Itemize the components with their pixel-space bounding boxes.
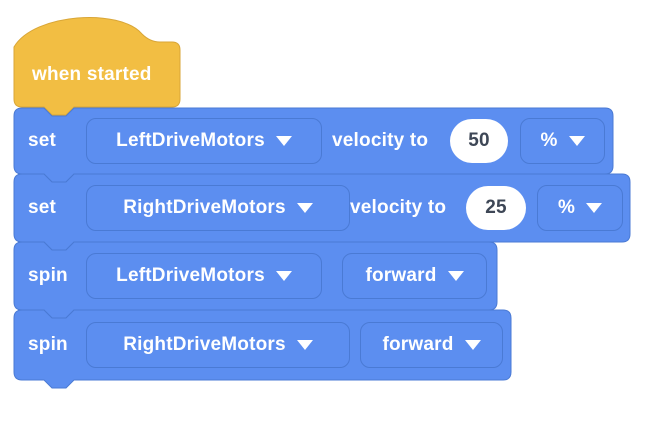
dropdown-arrow-icon — [464, 340, 481, 350]
unit-dropdown[interactable]: % — [537, 185, 623, 231]
direction-dropdown-value: forward — [365, 265, 437, 286]
set-velocity-block-right[interactable]: set RightDriveMotors velocity to 25 % — [13, 173, 631, 251]
dropdown-arrow-icon — [296, 340, 313, 350]
velocity-to-label: velocity to — [332, 130, 429, 151]
motor-dropdown-value: LeftDriveMotors — [116, 265, 265, 286]
dropdown-arrow-icon — [586, 203, 603, 213]
velocity-to-label: velocity to — [350, 197, 447, 218]
motor-dropdown-value: RightDriveMotors — [123, 197, 286, 218]
direction-dropdown[interactable]: forward — [360, 322, 503, 368]
dropdown-arrow-icon — [447, 271, 464, 281]
motor-dropdown[interactable]: RightDriveMotors — [86, 185, 350, 231]
direction-dropdown[interactable]: forward — [342, 253, 487, 299]
spin-block-right[interactable]: spin RightDriveMotors forward — [13, 309, 512, 389]
dropdown-arrow-icon — [275, 136, 292, 146]
set-velocity-block-left[interactable]: set LeftDriveMotors velocity to 50 % — [13, 107, 614, 183]
hat-block-shape — [13, 17, 181, 116]
direction-dropdown-value: forward — [382, 334, 454, 355]
motor-dropdown-value: LeftDriveMotors — [116, 130, 265, 151]
motor-dropdown[interactable]: RightDriveMotors — [86, 322, 350, 368]
hat-label: when started — [32, 63, 152, 85]
motor-dropdown[interactable]: LeftDriveMotors — [86, 253, 322, 299]
velocity-input[interactable]: 25 — [466, 186, 526, 230]
block-opcode-label: set — [28, 197, 57, 218]
dropdown-arrow-icon — [568, 136, 585, 146]
unit-dropdown-value: % — [557, 197, 576, 218]
dropdown-arrow-icon — [296, 203, 313, 213]
block-opcode-label: spin — [28, 265, 68, 286]
motor-dropdown[interactable]: LeftDriveMotors — [86, 118, 322, 164]
unit-dropdown-value: % — [540, 130, 558, 151]
block-opcode-label: set — [28, 130, 57, 151]
dropdown-arrow-icon — [275, 271, 292, 281]
when-started-block[interactable]: when started — [13, 17, 181, 116]
spin-block-left[interactable]: spin LeftDriveMotors forward — [13, 241, 498, 319]
unit-dropdown[interactable]: % — [520, 118, 605, 164]
motor-dropdown-value: RightDriveMotors — [123, 334, 286, 355]
velocity-input[interactable]: 50 — [450, 119, 508, 163]
velocity-value: 25 — [485, 197, 507, 218]
velocity-value: 50 — [468, 130, 490, 151]
block-opcode-label: spin — [28, 334, 68, 355]
